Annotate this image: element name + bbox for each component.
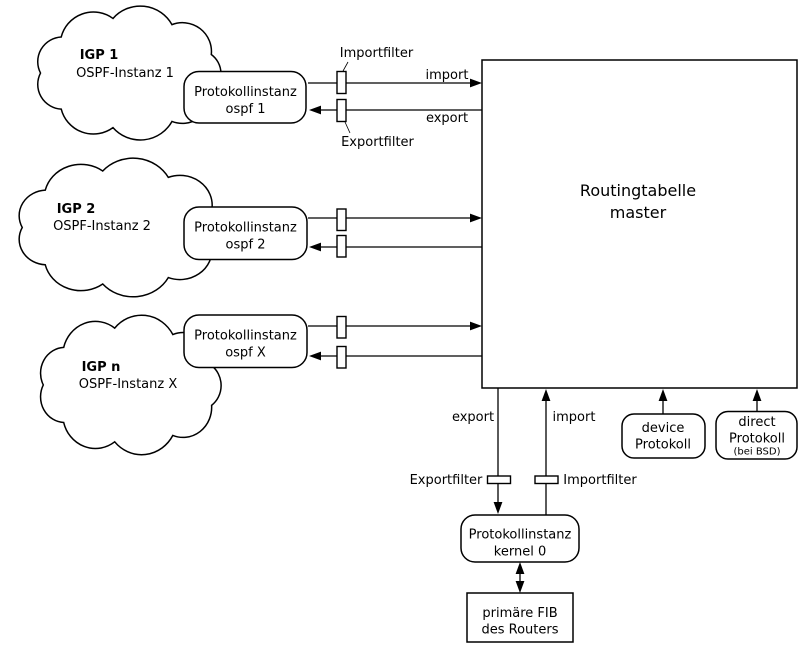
- export-label-bottom: export: [452, 410, 494, 425]
- importfilter-box-2: [336, 208, 347, 232]
- importfilter-box-1: [336, 70, 347, 95]
- exportfilter-leader-line: [344, 121, 351, 134]
- exportfilter-label-top: Exportfilter: [341, 135, 414, 150]
- exportfilter-box-3: [336, 345, 347, 369]
- importfilter-leader-line: [342, 61, 349, 72]
- cloud-1-subtitle: OSPF-Instanz 1: [76, 66, 174, 81]
- importfilter-label-bottom: Importfilter: [563, 473, 637, 488]
- fib-box-line1: primäre FIB: [482, 606, 557, 621]
- kernel-box-line1: Protokollinstanz: [469, 528, 572, 543]
- exportfilter-label-bottom: Exportfilter: [410, 473, 483, 488]
- master-title-line2: master: [610, 203, 667, 222]
- arrowhead-import-up: [541, 389, 551, 401]
- importfilter-label-top: Importfilter: [340, 46, 414, 61]
- exportfilter-box-2: [336, 234, 347, 258]
- fib-box: [466, 592, 574, 643]
- arrowhead-export-3: [309, 351, 321, 361]
- protocol-2-line1: Protokollinstanz: [194, 221, 297, 236]
- kernel-box-line2: kernel 0: [494, 545, 546, 560]
- protocol-box-ospf-1: [183, 70, 307, 124]
- protocol-2-line2: ospf 2: [226, 238, 266, 253]
- cloud-2-subtitle: OSPF-Instanz 2: [53, 219, 151, 234]
- cloud-3-title: IGP n: [82, 360, 121, 375]
- protocol-box-ospf-2: [183, 206, 308, 261]
- protocol-box-kernel: [460, 514, 580, 563]
- export-label-row1: export: [426, 111, 468, 126]
- protocol-1-line1: Protokollinstanz: [194, 85, 297, 100]
- arrowhead-fib-down: [515, 581, 525, 593]
- direct-box-line3: (bei BSD): [734, 447, 781, 458]
- device-protocol-box: [621, 413, 706, 459]
- direct-box-line1: direct: [738, 415, 775, 430]
- protocol-box-ospf-x: [183, 314, 308, 369]
- importfilter-box-kernel: [534, 475, 559, 485]
- exportfilter-box-1: [336, 98, 347, 123]
- cloud-2-title: IGP 2: [57, 202, 96, 217]
- arrowhead-import-2: [470, 213, 482, 223]
- arrowhead-export-2: [309, 242, 321, 252]
- direct-protocol-box: [715, 410, 798, 460]
- protocol-1-line2: ospf 1: [226, 102, 266, 117]
- protocol-3-line2: ospf X: [225, 346, 266, 361]
- protocol-3-line1: Protokollinstanz: [194, 329, 297, 344]
- cloud-3-subtitle: OSPF-Instanz X: [79, 377, 178, 392]
- arrowhead-export-1: [309, 105, 321, 115]
- routing-table-master-box: [481, 59, 798, 389]
- arrowhead-direct-up: [752, 389, 762, 401]
- arrowhead-device-up: [658, 389, 668, 401]
- device-box-line2: Protokoll: [635, 438, 691, 453]
- arrowhead-export-down: [493, 502, 503, 514]
- cloud-1-title: IGP 1: [80, 48, 119, 63]
- importfilter-box-3: [336, 315, 347, 339]
- cloud-igp-n: [41, 315, 222, 455]
- import-label-row1: import: [426, 68, 469, 83]
- exportfilter-box-kernel: [486, 475, 512, 485]
- master-title-line1: Routingtabelle: [580, 181, 696, 200]
- arrowhead-import-3: [470, 321, 482, 331]
- cloud-shape-igp-n: [41, 315, 222, 455]
- fib-box-line2: des Routers: [481, 623, 558, 638]
- arrowhead-kernel-up: [515, 562, 525, 574]
- arrowhead-import-1: [470, 78, 482, 88]
- device-box-line1: device: [642, 421, 685, 436]
- import-label-bottom: import: [553, 410, 596, 425]
- direct-box-line2: Protokoll: [729, 432, 785, 447]
